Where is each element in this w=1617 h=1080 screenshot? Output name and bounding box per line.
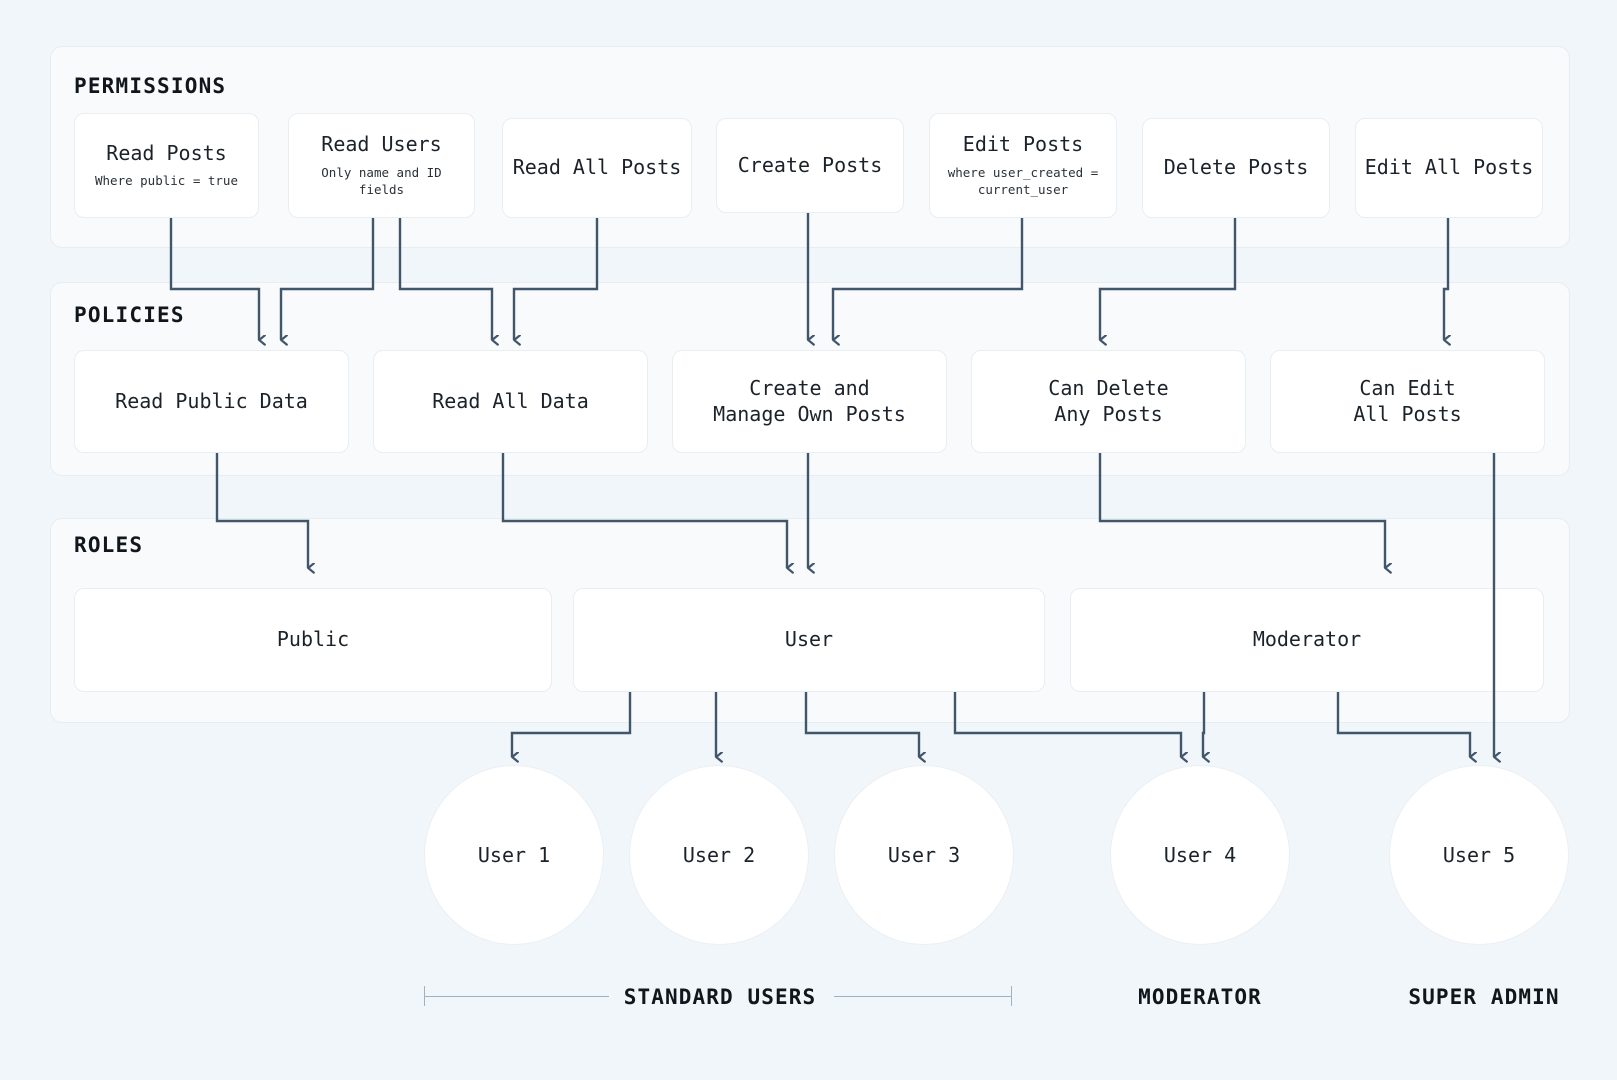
- permission-sublabel: where user_created = current_user: [947, 164, 1099, 197]
- user-label: User 5: [1442, 843, 1516, 867]
- permission-label: Delete Posts: [1163, 155, 1309, 180]
- policy-label: Can Delete Any Posts: [1048, 375, 1169, 426]
- policy-card-read-public-data[interactable]: Read Public Data: [74, 350, 349, 453]
- permission-card-edit-all-posts[interactable]: Edit All Posts: [1355, 118, 1543, 218]
- permission-label: Read All Posts: [512, 155, 682, 180]
- policy-card-can-delete-any-posts[interactable]: Can Delete Any Posts: [971, 350, 1246, 453]
- permission-sublabel: Where public = true: [95, 173, 238, 189]
- role-label: Public: [276, 627, 350, 652]
- permission-card-delete-posts[interactable]: Delete Posts: [1142, 118, 1330, 218]
- user-node-5[interactable]: User 5: [1389, 765, 1569, 945]
- role-label: User: [784, 627, 834, 652]
- policy-label: Read All Data: [432, 388, 589, 413]
- permission-card-read-users[interactable]: Read Users Only name and ID fields: [288, 113, 475, 218]
- permission-label: Create Posts: [737, 152, 883, 177]
- permission-label: Edit All Posts: [1364, 155, 1534, 180]
- policy-label: Can Edit All Posts: [1353, 375, 1462, 426]
- policy-label: Create and Manage Own Posts: [713, 375, 906, 426]
- user-node-1[interactable]: User 1: [424, 765, 604, 945]
- permission-card-read-posts[interactable]: Read Posts Where public = true: [74, 113, 259, 218]
- standard-users-bracket-right-cap: [1011, 986, 1012, 1006]
- permission-label: Read Posts: [106, 140, 227, 165]
- user-node-4[interactable]: User 4: [1110, 765, 1290, 945]
- permission-sublabel: Only name and ID fields: [321, 164, 442, 197]
- roles-title: ROLES: [74, 533, 144, 557]
- legend-super-admin: SUPER ADMIN: [1408, 985, 1560, 1009]
- policy-card-can-edit-all-posts[interactable]: Can Edit All Posts: [1270, 350, 1545, 453]
- legend-moderator: MODERATOR: [1138, 985, 1262, 1009]
- user-node-2[interactable]: User 2: [629, 765, 809, 945]
- policy-label: Read Public Data: [115, 388, 308, 413]
- user-label: User 4: [1163, 843, 1237, 867]
- role-card-user[interactable]: User: [573, 588, 1045, 692]
- user-label: User 3: [887, 843, 961, 867]
- role-card-moderator[interactable]: Moderator: [1070, 588, 1544, 692]
- user-node-3[interactable]: User 3: [834, 765, 1014, 945]
- permission-card-edit-posts[interactable]: Edit Posts where user_created = current_…: [929, 113, 1117, 218]
- permission-label: Read Users: [321, 132, 442, 157]
- policy-card-create-manage-own-posts[interactable]: Create and Manage Own Posts: [672, 350, 947, 453]
- permissions-title: PERMISSIONS: [74, 74, 227, 98]
- user-label: User 1: [477, 843, 551, 867]
- policy-card-read-all-data[interactable]: Read All Data: [373, 350, 648, 453]
- standard-users-bracket-right: [834, 996, 1012, 997]
- user-label: User 2: [682, 843, 756, 867]
- role-card-public[interactable]: Public: [74, 588, 552, 692]
- role-label: Moderator: [1252, 627, 1362, 652]
- legend-standard-users: STANDARD USERS: [623, 985, 817, 1009]
- standard-users-bracket-left: [424, 996, 609, 997]
- permission-card-create-posts[interactable]: Create Posts: [716, 118, 904, 213]
- policies-title: POLICIES: [74, 303, 185, 327]
- permission-card-read-all-posts[interactable]: Read All Posts: [502, 118, 692, 218]
- permission-label: Edit Posts: [962, 132, 1084, 157]
